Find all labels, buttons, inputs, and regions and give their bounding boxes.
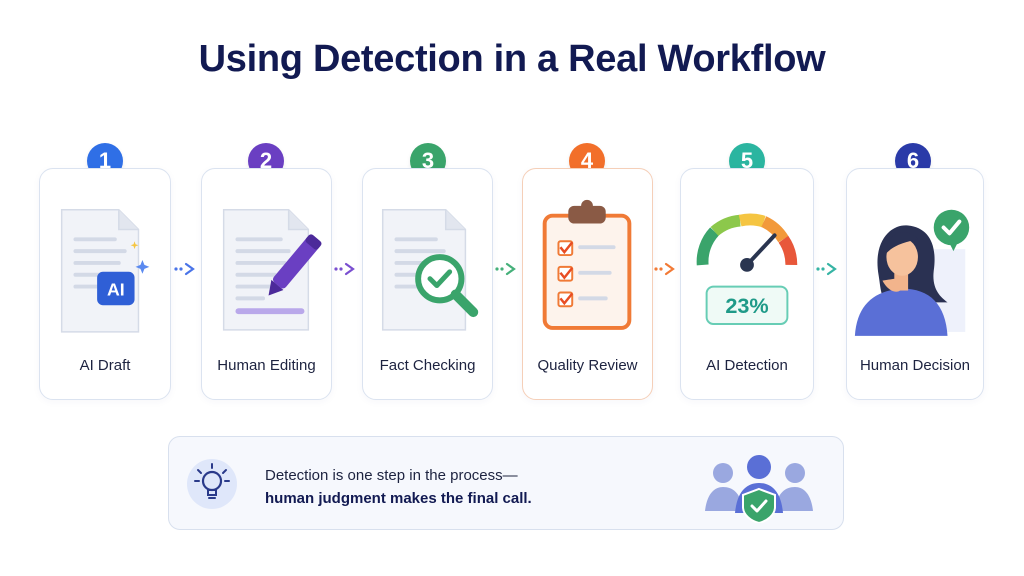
step-3-card: Fact Checking xyxy=(362,168,493,400)
thinking-person-check-icon xyxy=(854,209,970,336)
gauge-value: 23% xyxy=(725,293,768,318)
step-6-card: Human Decision xyxy=(846,168,984,400)
arrow-3-icon xyxy=(495,262,516,276)
step-5-card: 23% AI Detection xyxy=(680,168,814,400)
arrow-2-icon xyxy=(334,262,355,276)
arrow-4-icon xyxy=(654,262,675,276)
step-4-card: Quality Review xyxy=(522,168,653,400)
step-3-label: Fact Checking xyxy=(379,357,476,374)
arrow-1-icon xyxy=(174,262,195,276)
team-shield-check-icon xyxy=(705,455,813,523)
gauge-icon: 23% xyxy=(696,213,798,325)
step-1-card: AI AI Draft xyxy=(39,168,171,400)
note-line-2: human judgment makes the final call. xyxy=(265,490,532,507)
document-pen-icon xyxy=(222,209,322,331)
page-title: Using Detection in a Real Workflow xyxy=(198,38,826,80)
step-6-label: Human Decision xyxy=(859,357,971,374)
step-1-label: AI Draft xyxy=(79,357,131,374)
step-5-label: AI Detection xyxy=(706,357,788,374)
step-2-card: Human Editing xyxy=(201,168,332,400)
ai-document-icon: AI xyxy=(60,209,150,333)
document-magnifier-check-icon xyxy=(381,209,479,331)
takeaway-note: Detection is one step in the process— hu… xyxy=(168,436,844,530)
arrow-5-icon xyxy=(816,262,837,276)
note-line-1: Detection is one step in the process— xyxy=(265,467,518,484)
clipboard-checklist-icon xyxy=(542,199,632,330)
ai-icon-text: AI xyxy=(107,279,125,299)
lightbulb-icon xyxy=(187,459,237,509)
step-4-label: Quality Review xyxy=(537,357,638,374)
step-2-label: Human Editing xyxy=(217,357,316,374)
